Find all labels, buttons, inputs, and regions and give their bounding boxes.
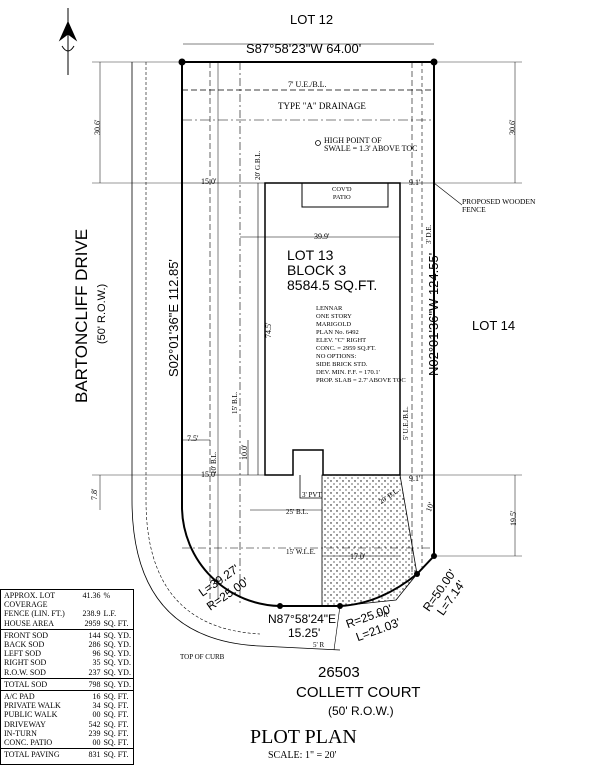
drainage-label: TYPE "A" DRAINAGE <box>278 101 366 111</box>
north-bearing: S87°58'23"W 64.00' <box>246 41 362 56</box>
ue-bl-label: 7' U.E./B.L. <box>288 80 327 89</box>
dim-7-8: 7.8' <box>90 488 99 500</box>
address-number: 26503 <box>318 664 360 681</box>
dim-15-top: 15.0' <box>201 177 217 186</box>
radius-label-2: 5' R <box>377 611 389 619</box>
dim-19-5: 19.5' <box>509 510 518 526</box>
north-arrow-icon <box>58 8 78 75</box>
dim-74: 74.5' <box>264 322 273 338</box>
south-street-name: COLLETT COURT <box>296 684 421 701</box>
west-bearing: S02°01'36"E 112.85' <box>166 259 181 377</box>
lot-number: LOT 13 <box>287 247 334 263</box>
scale-label: SCALE: 1" = 20' <box>268 750 337 761</box>
south-bearing: N87°58'24"E <box>268 612 337 626</box>
dim-30-right: 30.6' <box>508 119 517 135</box>
covered-patio <box>301 182 389 208</box>
south-distance: 15.25' <box>288 626 321 640</box>
dim-9-top: 9.1' <box>409 178 421 187</box>
driveway <box>321 474 418 607</box>
lot-12-label: LOT 12 <box>290 12 334 27</box>
de-label: 3' D.E. <box>425 224 433 244</box>
gbl-label: 20' G.B.L. <box>254 150 262 180</box>
east-bearing: N02°01'36"W 124.55' <box>426 252 441 376</box>
block-number: BLOCK 3 <box>287 262 347 278</box>
bl25-label: 25' B.L. <box>286 508 309 516</box>
top-of-curb-label: TOP OF CURB <box>180 653 225 661</box>
south-street-row: (50' R.O.W.) <box>328 704 394 718</box>
pvt-label: 3' PVT. <box>302 491 323 499</box>
plot-plan-title: PLOT PLAN <box>250 726 357 748</box>
west-street-name: BARTONCLIFF DRIVE <box>72 228 91 403</box>
dim-30-left: 30.6' <box>93 119 102 135</box>
dim-17: 17.0' <box>350 552 366 561</box>
dim-39: 39.9' <box>314 232 330 241</box>
dim-15-bottom: 15.0' <box>201 470 217 479</box>
side-ue-bl-label: 5' U.E./B.L. <box>402 406 410 440</box>
dim-7-5: 7.5' <box>187 434 199 443</box>
wle-label: 15' W.L.E. <box>286 548 316 556</box>
lot-area: 8584.5 SQ.FT. <box>287 277 378 293</box>
bl15-label: 15' B.L. <box>231 391 239 414</box>
lot-14-label: LOT 14 <box>472 318 516 333</box>
house-outline <box>264 182 401 476</box>
dim-10: 10.0' <box>240 444 249 460</box>
dim-9-bottom: 9.1' <box>409 474 421 483</box>
west-street-row: (50' R.O.W.) <box>96 283 108 344</box>
radius-label-1: 5' R <box>313 641 325 649</box>
